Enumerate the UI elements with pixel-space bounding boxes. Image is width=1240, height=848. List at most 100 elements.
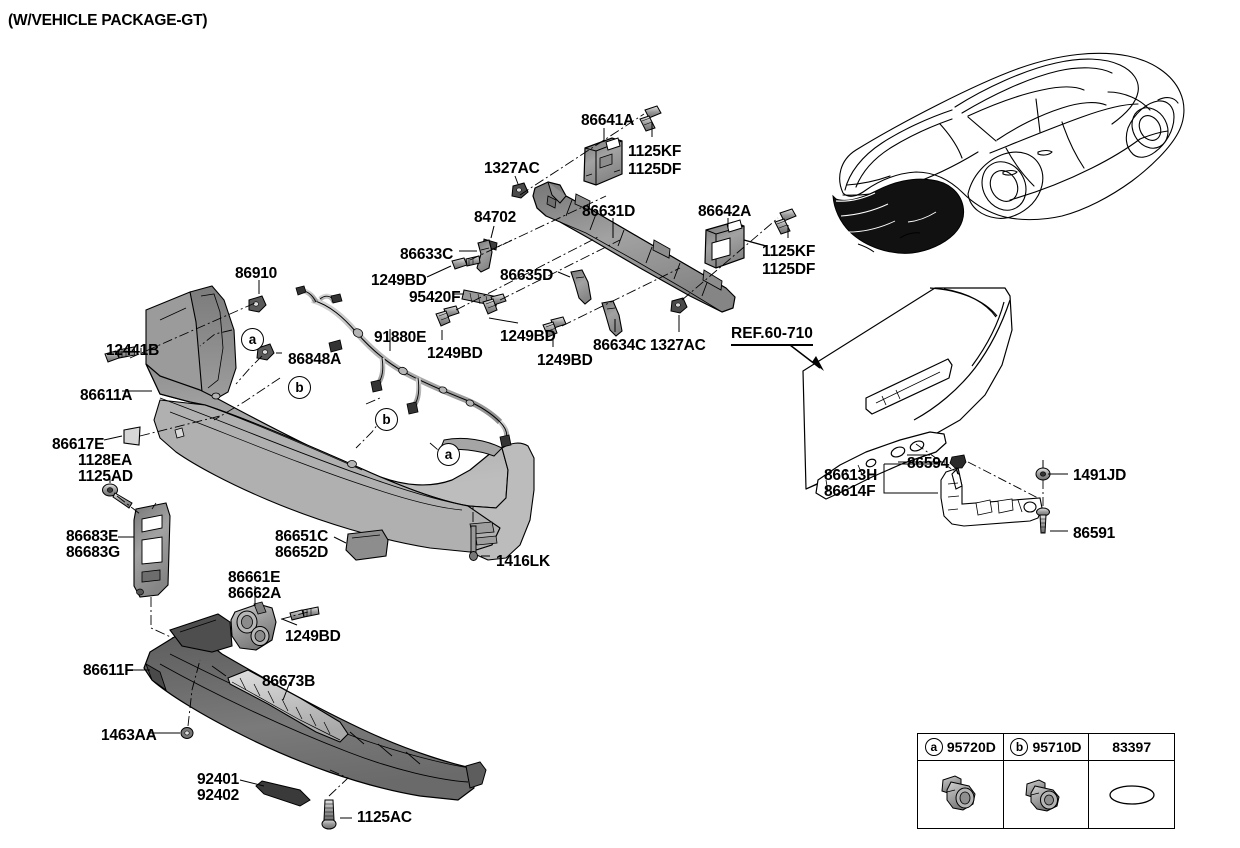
fastener-1327AC-2 (670, 297, 688, 314)
callout-86635D: 86635D (500, 267, 554, 284)
callout-86631D: 86631D (582, 203, 636, 220)
bumper-leader-lines (103, 280, 490, 557)
vehicle-exhaust-hatch (857, 232, 921, 253)
fastener-1249BD-3 (482, 293, 507, 315)
part-86651C (345, 529, 389, 561)
callout-86683G: 86683G (66, 544, 120, 561)
callout-86611A: 86611A (80, 387, 133, 404)
legend-body-b (1004, 761, 1089, 828)
callout-1327AC-2: 1327AC (650, 337, 706, 354)
callout-84702: 84702 (474, 209, 517, 226)
callout-1491JD: 1491JD (1073, 467, 1127, 484)
callout-86662A: 86662A (228, 585, 282, 602)
legend-body-a (918, 761, 1003, 828)
callout-86591: 86591 (1073, 525, 1116, 542)
callout-86910: 86910 (235, 265, 278, 282)
legend-marker-a: a (924, 738, 943, 756)
vehicle-illustration (839, 52, 1185, 221)
callout-95420F: 95420F (409, 289, 461, 306)
callout-86641A: 86641A (581, 112, 635, 129)
part-86617E (123, 426, 141, 446)
callout-1125AC: 1125AC (357, 809, 412, 826)
legend-marker-b: b (1010, 738, 1029, 756)
callout-1125DF-2: 1125DF (762, 261, 816, 278)
callout-1249BD-5: 1249BD (285, 628, 341, 645)
callout-86683E: 86683E (66, 528, 119, 545)
callout-86611F: 86611F (83, 662, 134, 679)
lower-dashdot-lines (187, 611, 349, 797)
legend-body-c (1089, 761, 1174, 828)
circle-marker-b-1: b (288, 376, 311, 399)
clip-86594 (949, 454, 967, 475)
module-86642A (704, 219, 767, 269)
exhaust-tip-86661E (230, 601, 277, 651)
wiring-harness-91880E (295, 285, 512, 448)
callout-86642A: 86642A (698, 203, 752, 220)
module-86641A (583, 137, 623, 186)
fastener-1125KF-2 (774, 208, 797, 235)
bracket-86633C (476, 239, 493, 273)
quarter-panel-reference (802, 287, 1013, 500)
legend-part-a: 95720D (946, 739, 996, 755)
legend-part-b: 95710D (1032, 739, 1082, 755)
callout-1125KF-2: 1125KF (762, 243, 816, 260)
back-beam-86631D (532, 181, 736, 313)
fastener-1463AA (180, 727, 194, 739)
fastener-1249BD-5 (289, 606, 320, 621)
reference-label: REF.60-710 (731, 325, 813, 346)
callout-92402: 92402 (197, 787, 240, 804)
beam-assembly-lines (455, 113, 779, 327)
side-bracket-86613H (940, 466, 1043, 527)
callout-86617E: 86617E (52, 436, 105, 453)
beam-leader-lines (426, 122, 789, 347)
legend-header-c: 83397 (1089, 734, 1175, 761)
callout-12441B: 12441B (106, 342, 160, 359)
callout-86661E: 86661E (228, 569, 281, 586)
callout-1463AA: 1463AA (101, 727, 157, 744)
fastener-1416LK (469, 525, 478, 561)
fastener-1491JD (1035, 467, 1051, 481)
callout-86594: 86594 (907, 455, 950, 472)
legend-header-b: b 95710D (1003, 734, 1089, 761)
callout-1249BD-4: 1249BD (537, 352, 593, 369)
legend-column-c: 83397 (1089, 734, 1175, 828)
bumper-cover-86611A (145, 285, 535, 561)
reflector-86673B (227, 669, 349, 743)
legend-header-a: a 95720D (918, 734, 1003, 761)
bracket-86683E (133, 502, 171, 598)
fastener-1249BD-1 (451, 255, 481, 270)
fastener-1125AC (321, 799, 337, 830)
legend-column-b: b 95710D (1003, 734, 1090, 828)
circle-marker-a-1: a (241, 328, 264, 351)
fastener-1249BD-4 (542, 316, 567, 338)
callout-1128EA: 1128EA (78, 452, 132, 469)
callout-86848A: 86848A (288, 351, 342, 368)
lower-leader-lines (129, 586, 352, 819)
callout-1249BD-2: 1249BD (427, 345, 483, 362)
callout-1416LK: 1416LK (496, 553, 550, 570)
ref-arrow (789, 344, 824, 371)
callout-86613H: 86613H (824, 467, 878, 484)
callout-86651C: 86651C (275, 528, 329, 545)
callout-1125KF-1: 1125KF (628, 143, 682, 160)
lamp-92401 (255, 780, 311, 807)
callout-1249BD-1: 1249BD (371, 272, 427, 289)
parking-sensor-icon (1025, 778, 1060, 812)
fastener-1327AC-1 (511, 182, 529, 199)
callout-86652D: 86652D (275, 544, 329, 561)
vehicle-rear-bumper-highlight (832, 178, 965, 254)
fastener-86910 (248, 295, 267, 313)
callout-1249BD-3: 1249BD (500, 328, 556, 345)
fastener-1249BD-2 (435, 305, 460, 327)
callout-86634C: 86634C (593, 337, 647, 354)
callout-86633C: 86633C (400, 246, 454, 263)
callout-1125DF-1: 1125DF (628, 161, 682, 178)
legend-column-a: a 95720D (918, 734, 1004, 828)
legend-part-c: 83397 (1112, 739, 1152, 755)
right-dashdot-lines (915, 443, 1044, 508)
callout-1125AD: 1125AD (78, 468, 133, 485)
bracket-86634C (601, 300, 623, 337)
parking-sensor-icon (941, 774, 976, 811)
